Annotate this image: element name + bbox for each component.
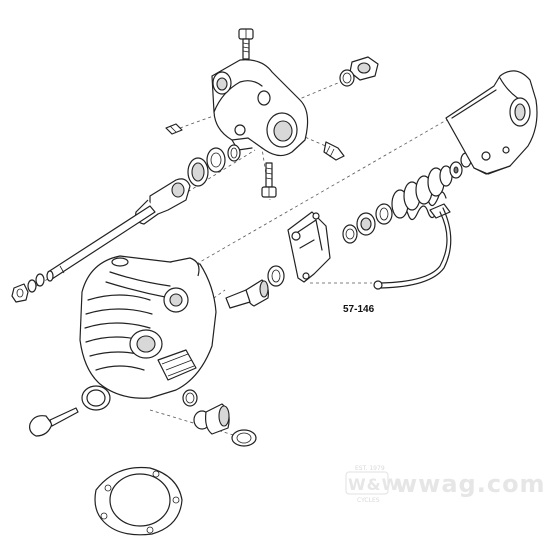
top-bolt bbox=[238, 28, 254, 60]
rocker-housing bbox=[211, 59, 309, 157]
watermark-logo-small-top: EST. 1979 bbox=[355, 465, 385, 472]
watermark-site: wwag.com bbox=[395, 470, 546, 498]
shaft-washers bbox=[11, 273, 45, 303]
rocker-shaft-seals bbox=[187, 144, 241, 187]
valve-seat-ring bbox=[81, 385, 111, 411]
rocker-cover bbox=[445, 70, 538, 175]
oil-fitting-left bbox=[165, 123, 183, 135]
watermark-logo-small-bottom: CYCLES bbox=[357, 497, 380, 504]
part-callout: 57-146 bbox=[343, 304, 375, 315]
valve-springs bbox=[391, 165, 453, 221]
head-gasket bbox=[94, 466, 183, 536]
cylinder-head bbox=[79, 255, 217, 399]
part-number-label: 57-146 bbox=[343, 304, 375, 315]
intake-seals bbox=[182, 389, 257, 447]
watermark: EST. 1979 W&W CYCLES wwag.com bbox=[345, 465, 546, 504]
valve bbox=[29, 407, 79, 437]
pushrod bbox=[46, 205, 156, 282]
oil-fitting-right bbox=[323, 141, 345, 161]
housing-bolt bbox=[261, 162, 277, 198]
watermark-logo: W&W bbox=[348, 475, 400, 494]
valve-seal-rings bbox=[267, 203, 393, 287]
valve-guide bbox=[225, 279, 269, 309]
oil-line bbox=[373, 203, 452, 290]
plug-washer bbox=[339, 69, 355, 87]
tappet-bracket bbox=[287, 211, 331, 283]
